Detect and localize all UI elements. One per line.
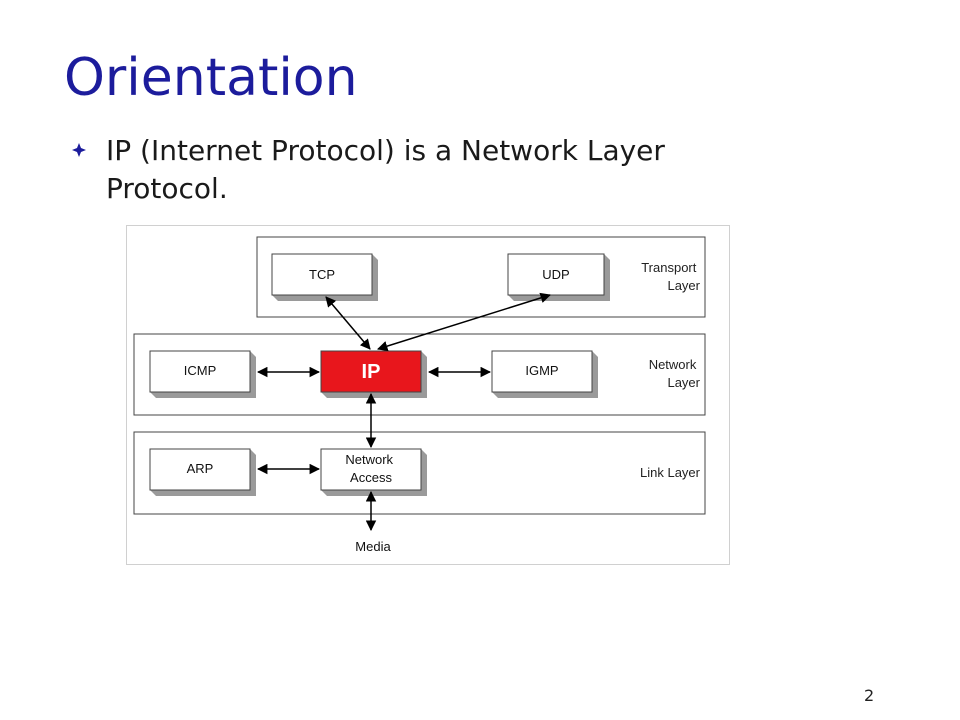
network-access-line2: Access <box>350 470 392 485</box>
transport-label-line1: Transport <box>641 260 697 275</box>
udp-box: UDP <box>507 253 610 301</box>
network-access-line1: Network <box>345 452 393 467</box>
udp-label: UDP <box>542 267 569 282</box>
icmp-box: ICMP <box>149 350 256 398</box>
tcp-box: TCP <box>271 253 378 301</box>
ip-label: IP <box>362 361 381 383</box>
tcp-label: TCP <box>309 267 335 282</box>
icmp-label: ICMP <box>184 363 217 378</box>
igmp-label: IGMP <box>525 363 558 378</box>
network-access-label: Network Access <box>345 452 396 485</box>
protocol-diagram: Transport Layer Network Layer Link Layer… <box>126 225 730 565</box>
arp-box: ARP <box>149 448 256 496</box>
link-layer-label: Link Layer <box>640 465 701 480</box>
bullet-item: IP (Internet Protocol) is a Network Laye… <box>72 132 792 208</box>
ip-box: IP <box>320 350 427 398</box>
transport-label-line2: Layer <box>667 278 700 293</box>
transport-layer-label: Transport Layer <box>641 260 700 293</box>
network-layer-label: Network Layer <box>649 357 701 390</box>
bullet-text: IP (Internet Protocol) is a Network Laye… <box>106 134 665 205</box>
network-label-line1: Network <box>649 357 697 372</box>
slide-title: Orientation <box>64 48 358 108</box>
diamond-bullet-icon <box>72 143 86 157</box>
page-number: 2 <box>864 686 875 705</box>
network-access-box: Network Access <box>320 448 427 496</box>
tcp-ip-arrow <box>325 296 371 350</box>
arp-label: ARP <box>187 461 214 476</box>
udp-ip-arrow <box>376 292 552 352</box>
network-label-line2: Layer <box>667 375 700 390</box>
igmp-box: IGMP <box>491 350 598 398</box>
media-label: Media <box>355 539 391 554</box>
